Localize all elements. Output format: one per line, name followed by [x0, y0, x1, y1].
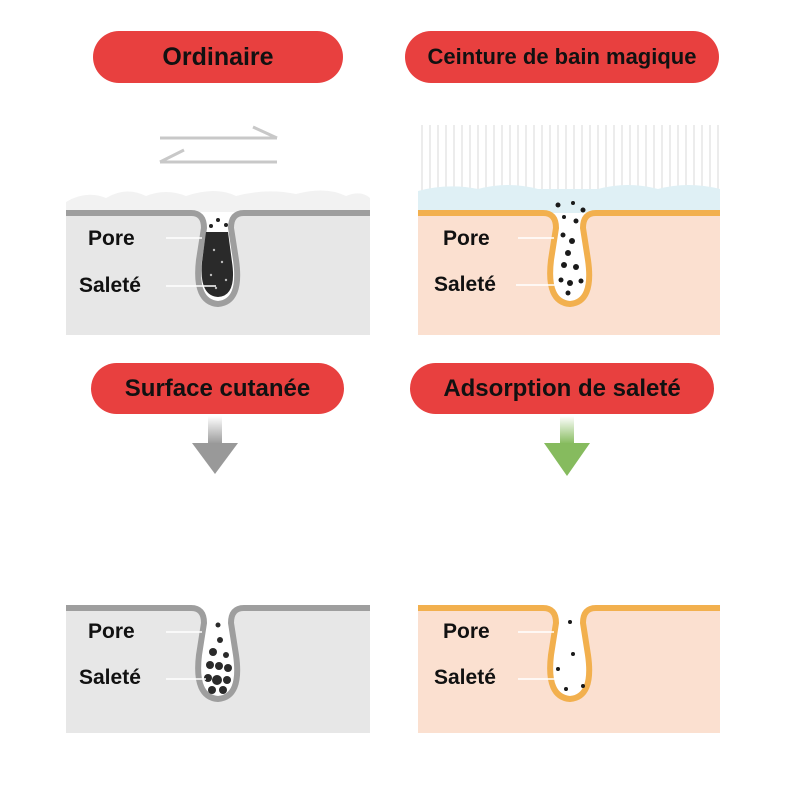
- skin-diagram-peach-with-bristles: [418, 125, 720, 335]
- panel-magic-after: Pore Saleté: [418, 600, 720, 733]
- label-pore: Pore: [88, 227, 135, 250]
- panel-ordinary-after: Pore Saleté: [66, 600, 370, 733]
- label-pore: Pore: [88, 620, 135, 643]
- label-pore: Pore: [443, 227, 490, 250]
- header-ordinaire-text: Ordinaire: [162, 42, 274, 71]
- label-pore: Pore: [443, 620, 490, 643]
- skin-diagram-gray-after: [66, 605, 370, 733]
- header-surface-cutanee: Surface cutanée: [91, 363, 344, 414]
- label-dirt: Saleté: [434, 273, 496, 296]
- header-ceinture-text: Ceinture de bain magique: [427, 44, 697, 69]
- label-dirt: Saleté: [79, 666, 141, 689]
- header-adsorption: Adsorption de saleté: [410, 363, 714, 414]
- label-dirt: Saleté: [79, 274, 141, 297]
- header-ceinture: Ceinture de bain magique: [405, 31, 719, 83]
- skin-diagram-peach-after: [418, 605, 720, 733]
- skin-diagram-gray: [66, 190, 370, 335]
- panel-magic-before: Pore Saleté: [418, 125, 720, 335]
- header-surface-cutanee-text: Surface cutanée: [124, 374, 311, 402]
- panel-ordinary-before: Pore Saleté: [66, 180, 370, 335]
- label-dirt: Saleté: [434, 666, 496, 689]
- header-adsorption-text: Adsorption de saleté: [443, 374, 681, 402]
- header-ordinaire: Ordinaire: [93, 31, 343, 83]
